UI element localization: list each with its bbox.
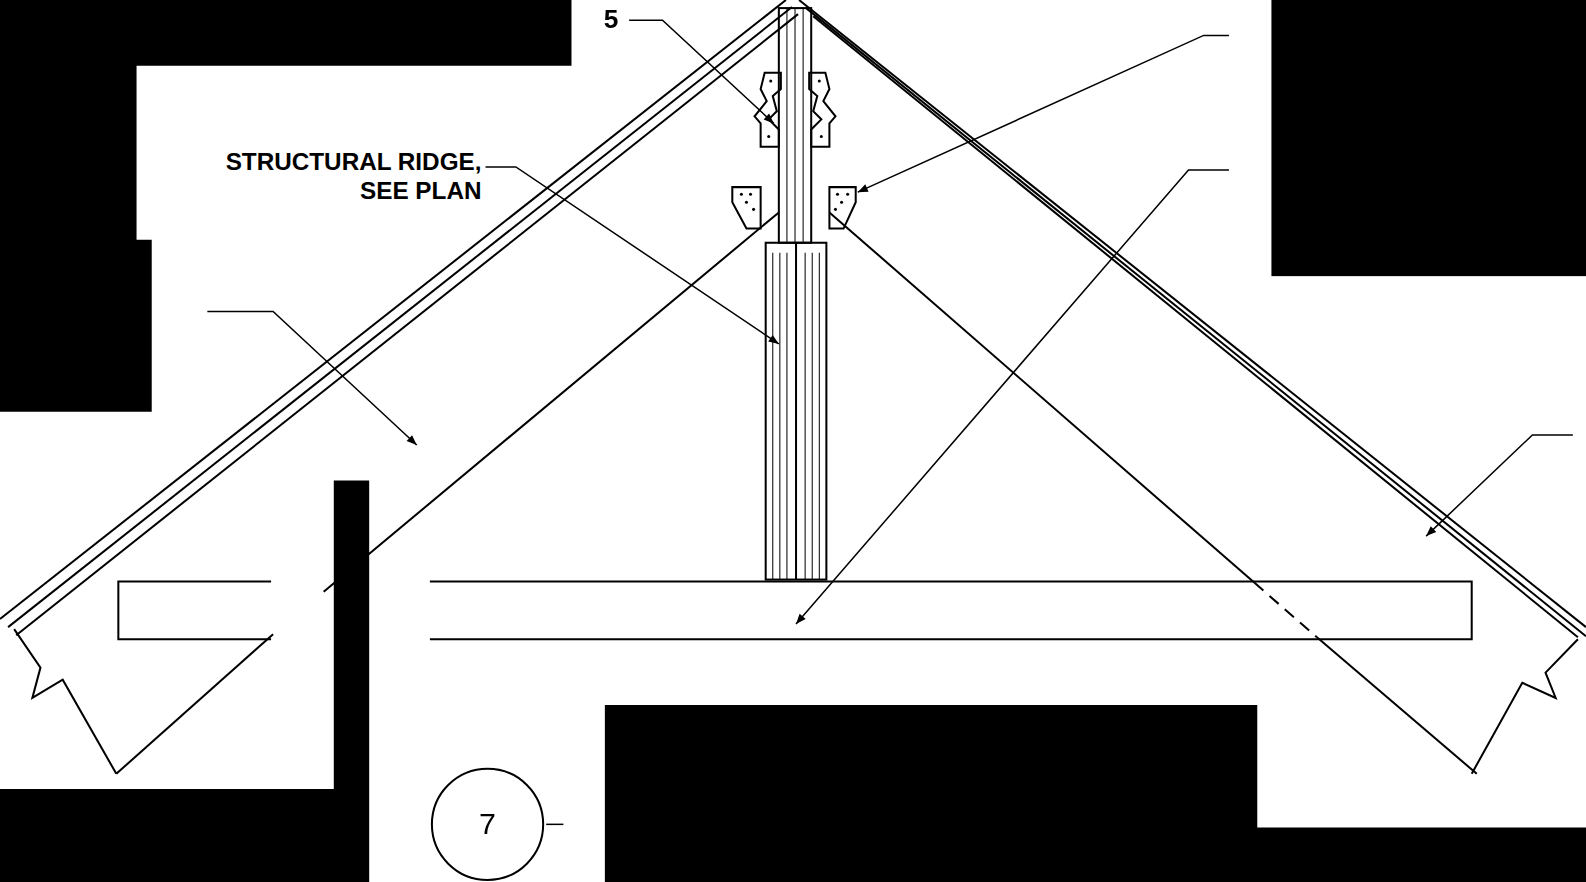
note-label: STRUCTURAL RIDGE, SEE PLAN (222, 148, 482, 206)
detail-number: 7 (479, 807, 496, 841)
detail-tag-circle: 7 (430, 767, 545, 882)
callout-number: 5 (604, 4, 619, 36)
